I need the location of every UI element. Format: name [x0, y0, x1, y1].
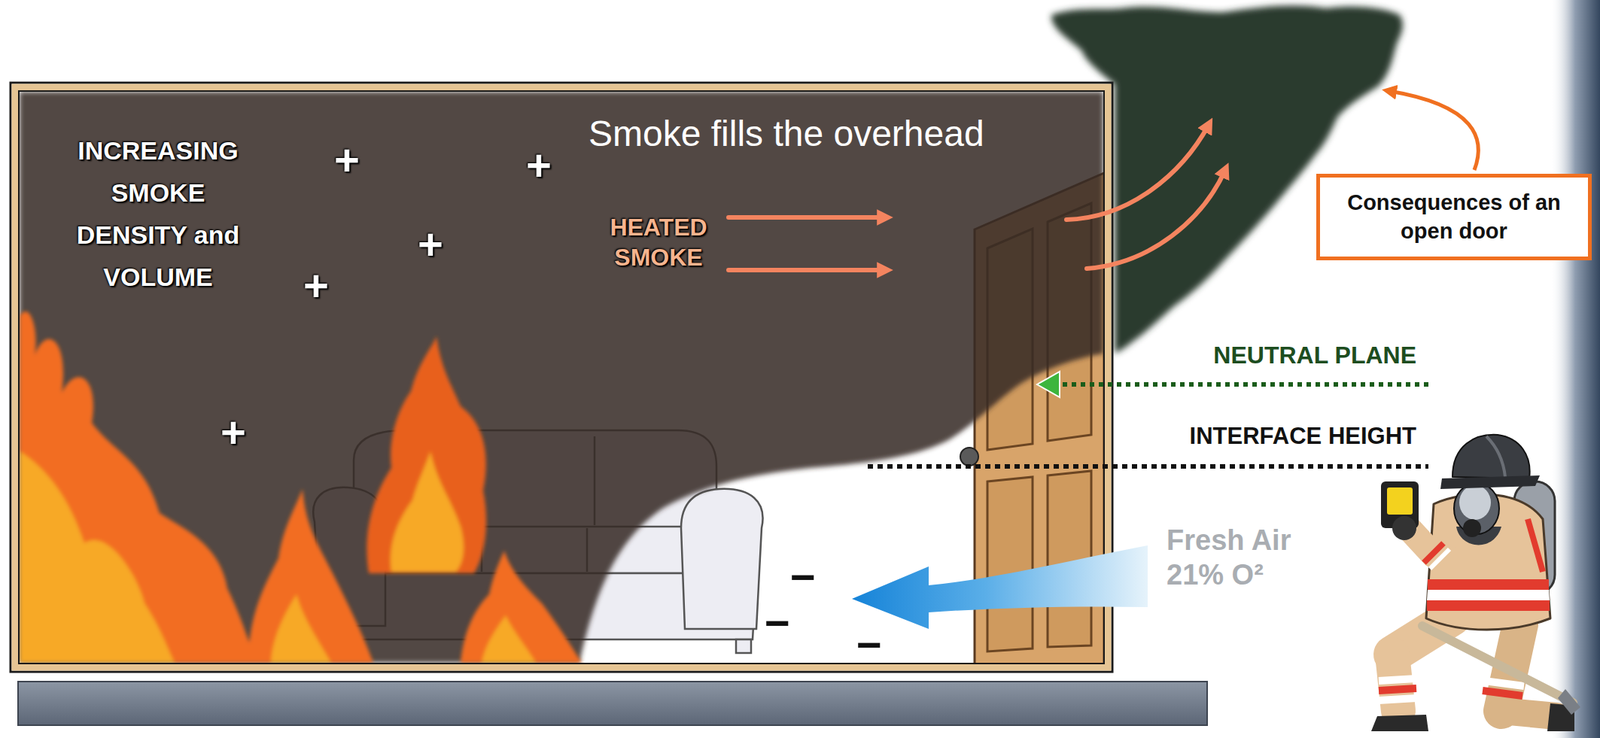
smoke-caption: Smoke fills the overhead [588, 112, 985, 155]
negative-pressure-sign: − [764, 601, 791, 645]
heated-smoke-arrow-part [728, 267, 886, 273]
open-door-part [960, 447, 979, 466]
callout-box: Consequences of an open door [1316, 173, 1592, 261]
interface-height-label: INTERFACE HEIGHT [1189, 422, 1417, 451]
firefighter-figure-part [1426, 590, 1550, 601]
fire-flames-part [19, 311, 258, 664]
positive-pressure-sign: + [220, 410, 247, 455]
fire-flames-part [270, 594, 332, 664]
floor-slab [18, 681, 1208, 726]
firefighter-figure-part [1429, 549, 1450, 569]
neutral-plane-line-part [1037, 371, 1060, 398]
firefighter-figure-part [1452, 434, 1531, 479]
firefighter-figure-part [1557, 689, 1581, 715]
fire-flames [19, 311, 582, 664]
smoke-density-label: INCREASING SMOKE DENSITY and VOLUME [67, 129, 249, 299]
firefighter-figure-part [1459, 485, 1491, 521]
neutral-plane-line [1037, 371, 1429, 398]
firefighter-figure-part [1378, 688, 1417, 691]
positive-pressure-sign: + [526, 143, 552, 188]
firefighter-figure-part [1387, 487, 1413, 515]
room-frame-part [18, 91, 1105, 664]
callout-leader [1389, 91, 1479, 171]
sofa-part [736, 639, 752, 654]
edge-strip [1550, 0, 1600, 738]
positive-pressure-sign: + [417, 222, 444, 267]
sofa-part [681, 489, 764, 630]
fire-flames-part [366, 336, 487, 574]
firefighter-figure-part [1426, 600, 1550, 612]
escaping-smoke-arrow-part [1086, 170, 1226, 269]
room-interior [19, 91, 1104, 664]
room-frame-part [15, 87, 1108, 668]
negative-pressure-sign: − [790, 555, 816, 600]
smoke-layer [19, 91, 1104, 664]
neutral-plane-line-part [1062, 382, 1429, 387]
heated-smoke-label: HEATED SMOKE [602, 212, 715, 273]
firefighter-figure-part [1440, 475, 1540, 490]
firefighter-figure-part [1501, 711, 1557, 717]
fire-flames-part [248, 489, 374, 664]
firefighter-figure [1371, 434, 1581, 732]
positive-pressure-sign: + [303, 264, 329, 308]
firefighter-figure-part [1378, 678, 1417, 682]
firefighter-figure-part [1392, 516, 1417, 541]
firefighter-figure-part [1486, 436, 1506, 478]
interface-height-line [867, 464, 1429, 469]
heated-smoke-arrow [728, 217, 886, 271]
fire-flames-part [481, 615, 536, 664]
neutral-plane-label: NEUTRAL PLANE [1213, 341, 1417, 370]
firefighter-figure-part [1484, 681, 1524, 687]
fire-flames-part [19, 451, 175, 664]
fresh-air-arrow [851, 545, 1148, 630]
positive-pressure-sign: + [334, 138, 360, 183]
firefighter-figure-part [1427, 579, 1549, 591]
firefighter-figure-part [1527, 519, 1543, 572]
escaping-smoke-arrow [1066, 124, 1226, 269]
escaping-smoke-arrow-part [1066, 124, 1209, 220]
fire-flames-part [460, 550, 582, 664]
open-door-part-part [987, 477, 1033, 652]
negative-pressure-sign: − [856, 623, 883, 667]
fresh-air-label: Fresh Air 21% O² [1166, 523, 1329, 593]
callout-text: Consequences of an open door [1329, 188, 1579, 246]
firefighter-figure-part [1463, 519, 1482, 538]
fire-flames-part [390, 451, 464, 572]
firefighter-figure-part [1422, 626, 1573, 703]
firefighter-figure-part [1378, 698, 1417, 701]
firefighter-figure-part [1371, 714, 1429, 732]
firefighter-figure-part [1482, 690, 1523, 697]
heated-smoke-arrow-part [728, 215, 886, 220]
